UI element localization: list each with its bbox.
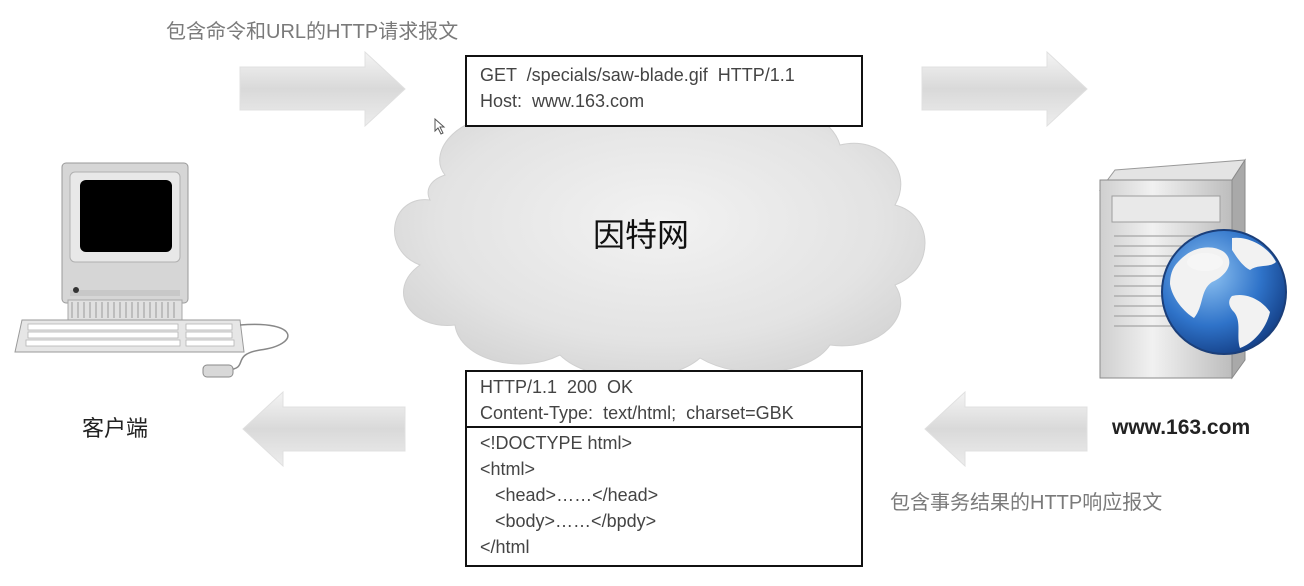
response-body-line: <html> <box>480 459 536 479</box>
response-caption: 包含事务结果的HTTP响应报文 <box>890 492 1163 514</box>
request-message-box: GET /specials/saw-blade.gif HTTP/1.1 Hos… <box>465 55 863 127</box>
cursor-icon <box>434 117 446 135</box>
request-caption: 包含命令和URL的HTTP请求报文 <box>166 21 459 43</box>
desktop-computer-icon <box>14 162 289 378</box>
arrow-response-out <box>242 390 406 468</box>
response-header-section: HTTP/1.1 200 OK Content-Type: text/html;… <box>467 372 861 428</box>
response-body-section: <!DOCTYPE html> <html> <head>……</head> <… <box>467 428 861 560</box>
response-body-line: <body>……</bpdy> <box>480 511 657 531</box>
response-body-line: <!DOCTYPE html> <box>480 433 633 453</box>
response-content-type-line: Content-Type: text/html; charset=GBK <box>480 403 794 423</box>
arrow-response-in <box>924 390 1088 468</box>
request-host-line: Host: www.163.com <box>480 91 645 111</box>
response-body-line: <head>……</head> <box>480 485 659 505</box>
request-line: GET /specials/saw-blade.gif HTTP/1.1 <box>480 65 795 85</box>
server-label: www.163.com <box>1112 416 1251 439</box>
response-status-line: HTTP/1.1 200 OK <box>480 377 634 397</box>
globe-icon <box>1161 229 1287 355</box>
client-label: 客户端 <box>82 416 149 441</box>
response-body-line: </html <box>480 537 530 557</box>
response-message-box: HTTP/1.1 200 OK Content-Type: text/html;… <box>465 370 863 567</box>
arrow-request-in <box>239 50 406 128</box>
internet-label: 因特网 <box>593 217 690 253</box>
arrow-request-out <box>921 50 1088 128</box>
